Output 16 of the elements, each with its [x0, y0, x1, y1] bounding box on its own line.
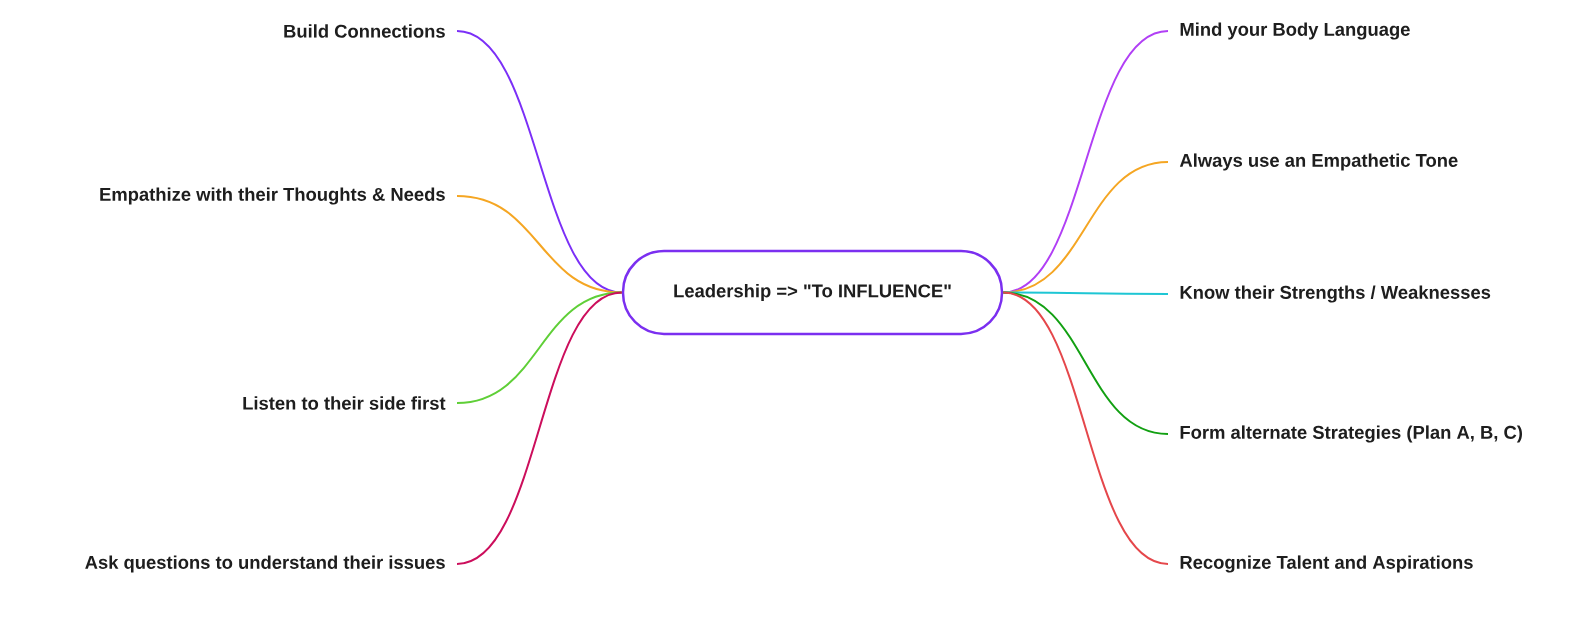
topic-label: Know their Strengths / Weaknesses [1180, 285, 1491, 303]
branch-line [1002, 291, 1169, 435]
topic-label: Listen to their side first [243, 396, 446, 410]
topic-label: Form alternate Strategies (Plan A, B, C) [1180, 425, 1522, 443]
branch-line [1002, 291, 1169, 295]
topic-label: Mind your Body Language [1180, 22, 1410, 40]
branch-line [456, 291, 623, 565]
branch-line [1002, 291, 1169, 565]
branch-line [456, 195, 623, 294]
topic-label: Always use an Empathetic Tone [1179, 153, 1458, 171]
topic-label: Ask questions to understand their issues [85, 555, 445, 573]
central-topic-box: Leadership => "To INFLUENCE" [621, 249, 1004, 336]
topic-label: Build Connections [284, 24, 445, 38]
topic-label: Recognize Talent and Aspirations [1180, 555, 1473, 573]
branch-line [456, 291, 623, 404]
topic-label: Empathize with their Thoughts & Needs [100, 187, 445, 205]
